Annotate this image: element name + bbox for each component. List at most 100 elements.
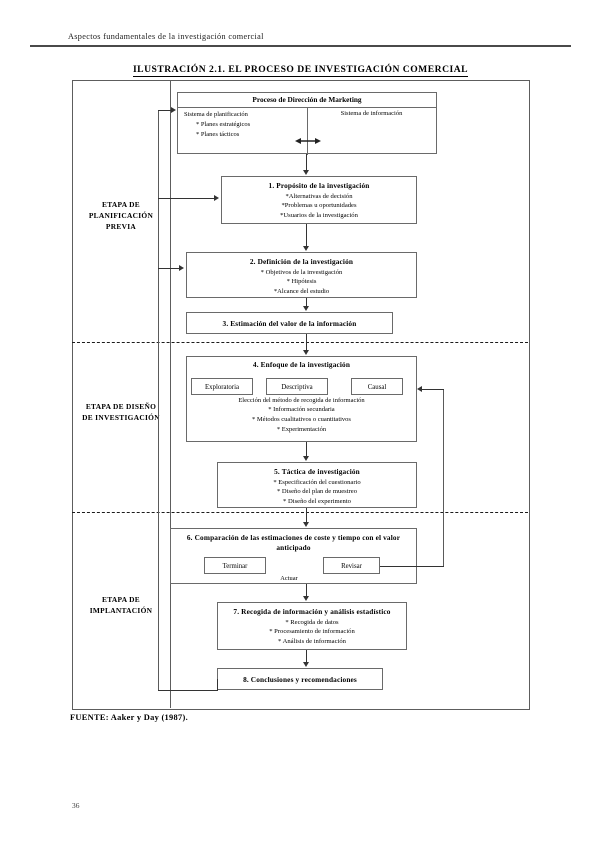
box1-items: *Alternativas de decisión *Problemas u o… — [222, 192, 416, 221]
figure-title-text: ILUSTRACIÓN 2.1. EL PROCESO DE INVESTIGA… — [132, 64, 469, 77]
stage-label-implantacion: ETAPA DE IMPLANTACIÓN — [72, 594, 170, 616]
stage-label-diseno: ETAPA DE DISEÑO DE INVESTIGACIÓN — [72, 401, 170, 423]
option-descriptiva[interactable]: Descriptiva — [266, 378, 328, 395]
stage-separator-1 — [72, 342, 528, 343]
page-number: 36 — [72, 801, 80, 810]
box0-divider — [307, 108, 308, 155]
box2-item: * Objetivos de la investigación — [260, 268, 343, 276]
box2-items: * Objetivos de la investigación * Hipóte… — [187, 268, 416, 297]
option-exploratoria[interactable]: Exploratoria — [191, 378, 253, 395]
connector-box2-box3 — [306, 298, 307, 307]
box5-items: * Especificación del cuestionario * Dise… — [218, 478, 416, 507]
arrow-down-icon — [303, 522, 309, 527]
stage-separator-2 — [72, 512, 528, 513]
box6-title-line2: anticipado — [276, 542, 311, 552]
figure-title: ILUSTRACIÓN 2.1. EL PROCESO DE INVESTIGA… — [0, 64, 601, 77]
box2-title: 2. Definición de la investigación — [249, 257, 354, 266]
box0-right-header: Sistema de información — [340, 110, 403, 117]
feedback-line-into-box4 — [422, 389, 444, 390]
box1-item: *Problemas u oportunidades — [281, 202, 357, 210]
header-rule — [30, 45, 571, 47]
stage-label-line: ETAPA DE — [101, 595, 141, 604]
box5-item: * Diseño del experimento — [283, 497, 351, 505]
feedback-line-to-box2 — [158, 268, 180, 269]
arrow-right-icon — [179, 264, 184, 271]
arrow-right-icon — [171, 106, 176, 113]
arrow-down-icon — [303, 662, 309, 667]
box2-item: *Alcance del estudio — [273, 287, 330, 295]
feedback-line-revisar-out — [380, 566, 444, 567]
feedback-line-to-box0 — [158, 110, 172, 111]
stage-label-line: DE INVESTIGACIÓN — [82, 413, 160, 423]
stage-label-line: IMPLANTACIÓN — [89, 606, 153, 616]
box0-title: Proceso de Dirección de Marketing — [178, 93, 436, 108]
box-2-definicion: 2. Definición de la investigación * Obje… — [186, 252, 417, 298]
box7-items: * Recogida de datos * Procesamiento de i… — [218, 618, 406, 647]
feedback-line-box8-to-rail — [158, 690, 218, 691]
box4-item: * Métodos cualitativos o cuantitativos — [252, 415, 351, 423]
arrow-left-icon — [417, 385, 422, 392]
option-causal[interactable]: Causal — [351, 378, 403, 395]
feedback-line-box8-drop — [217, 679, 218, 691]
connector-box1-box2 — [306, 224, 307, 247]
box-8-conclusiones: 8. Conclusiones y recomendaciones — [217, 668, 383, 690]
stage-label-line: PLANIFICACIÓN — [88, 211, 154, 221]
box-3-estimacion-valor: 3. Estimación del valor de la informació… — [186, 312, 393, 334]
connector-box5-box6 — [306, 508, 307, 523]
box-7-recogida: 7. Recogida de información y análisis es… — [217, 602, 407, 650]
option-revisar[interactable]: Revisar — [323, 557, 380, 574]
box4-item: * Información secundaria — [268, 406, 335, 413]
box-4-enfoque: 4. Enfoque de la investigación — [186, 356, 417, 442]
stage-label-line: ETAPA DE DISEÑO — [85, 402, 157, 411]
box-proceso-direccion-marketing: Proceso de Dirección de Marketing Sistem… — [177, 92, 437, 155]
box0-left-column: Sistema de planificación * Planes estrat… — [178, 110, 307, 139]
connector-box6-box7 — [306, 584, 307, 597]
box0-left-item: * Planes tácticos — [196, 130, 240, 138]
box7-item: * Recogida de datos — [285, 618, 339, 626]
connector-box7-box8 — [306, 650, 307, 663]
arrow-down-icon — [303, 306, 309, 311]
stage-column-divider — [170, 80, 171, 708]
feedback-line-to-box1 — [158, 198, 215, 199]
box-6-comparacion: 6. Comparación de las estimaciones de co… — [170, 528, 417, 584]
box1-item: *Alternativas de decisión — [285, 192, 353, 200]
box0-left-item: * Planes estratégicos — [196, 120, 251, 128]
box5-title: 5. Táctica de investigación — [274, 467, 360, 476]
box1-item: *Usuarios de la investigación — [280, 211, 358, 219]
stage-label-line: ETAPA DE — [101, 200, 141, 209]
box0-body: Sistema de planificación * Planes estrat… — [178, 108, 436, 155]
connector-box0-box1 — [306, 154, 307, 171]
arrow-down-icon — [303, 350, 309, 355]
box5-item: * Especificación del cuestionario — [273, 478, 361, 486]
box-1-proposito: 1. Propósito de la investigación *Altern… — [221, 176, 417, 224]
stage-label-planificacion: ETAPA DE PLANIFICACIÓN PREVIA — [72, 199, 170, 232]
connector-box3-box4 — [306, 334, 307, 351]
box5-item: * Diseño del plan de muestreo — [276, 488, 358, 496]
feedback-rail-left — [158, 110, 159, 690]
figure-source: FUENTE: Aaker y Day (1987). — [70, 713, 188, 722]
connector-box4-box5 — [306, 442, 307, 456]
arrow-down-icon — [303, 246, 309, 251]
arrow-down-icon — [303, 456, 309, 461]
box1-title: 1. Propósito de la investigación — [268, 181, 370, 190]
option-terminar[interactable]: Terminar — [204, 557, 266, 574]
box6-title-line1: 6. Comparación de las estimaciones de co… — [186, 533, 401, 542]
box8-title: 8. Conclusiones y recomendaciones — [243, 675, 357, 684]
arrow-down-icon — [303, 170, 309, 175]
box4-title: 4. Enfoque de la investigación — [252, 360, 351, 369]
arrow-down-icon — [303, 596, 309, 601]
bidirectional-arrow-icon — [295, 132, 321, 144]
box4-item: * Experimentación — [276, 425, 327, 433]
box4-method-header: Elección del método de recogida de infor… — [238, 397, 365, 404]
box2-item: * Hipótesis — [286, 278, 317, 286]
arrow-right-icon — [214, 194, 219, 201]
running-head: Aspectos fundamentales de la investigaci… — [68, 32, 264, 41]
box7-item: * Procesamiento de información — [269, 628, 355, 636]
box3-title: 3. Estimación del valor de la informació… — [222, 319, 357, 328]
feedback-rail-right — [443, 389, 444, 566]
box-5-tactica: 5. Táctica de investigación * Especifica… — [217, 462, 417, 508]
box6-action-label: Actuar — [280, 575, 298, 582]
box7-item: * Análisis de información — [278, 637, 346, 645]
box7-title: 7. Recogida de información y análisis es… — [233, 607, 391, 616]
